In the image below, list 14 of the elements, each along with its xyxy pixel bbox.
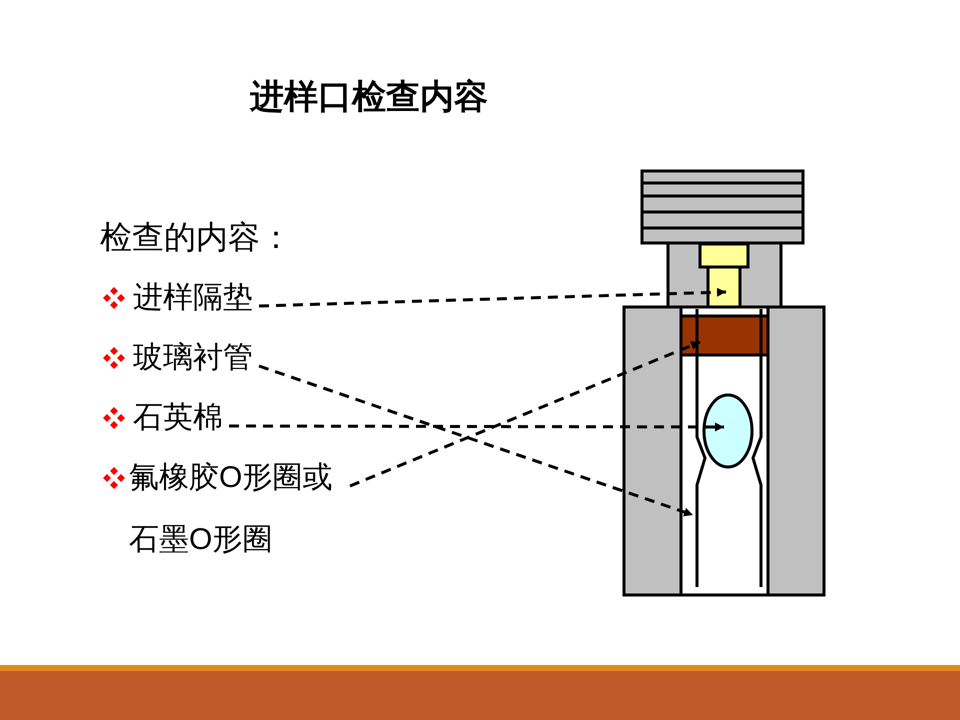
septum-block xyxy=(706,266,742,308)
list-item-text: 玻璃衬管 xyxy=(133,340,253,376)
list-item-text: 进样隔垫 xyxy=(133,280,253,316)
list-item-text: 氟橡胶O形圈或石墨O形圈 xyxy=(129,460,334,558)
dashed-arrow xyxy=(258,364,694,516)
dashed-arrow xyxy=(258,288,726,308)
quartz-wool-ellipse xyxy=(702,394,754,468)
o-ring-block xyxy=(680,314,770,356)
dashed-arrow xyxy=(229,422,724,432)
list-item-text: 石英棉 xyxy=(133,400,223,436)
section-heading: 检查的内容： xyxy=(100,218,292,257)
dashed-arrow xyxy=(349,340,701,488)
liner-tube-drawing xyxy=(696,308,762,588)
title: 进样口检查内容 xyxy=(250,77,488,118)
